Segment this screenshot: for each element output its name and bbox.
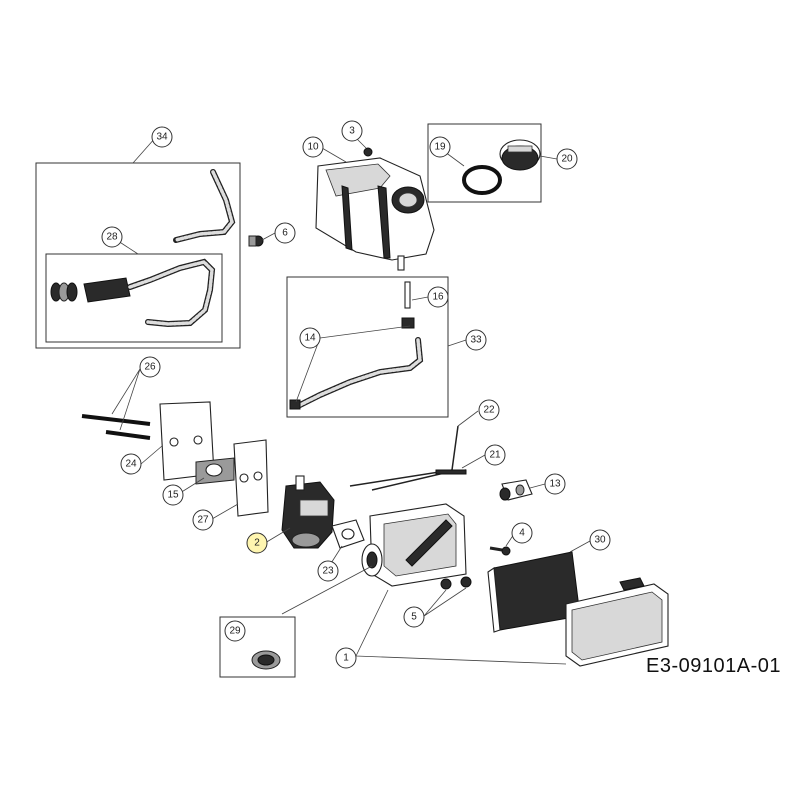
screw-part bbox=[363, 147, 373, 157]
svg-text:6: 6 bbox=[282, 228, 288, 239]
fuel-tank-part bbox=[315, 157, 435, 271]
svg-text:33: 33 bbox=[470, 335, 482, 346]
svg-text:15: 15 bbox=[167, 490, 179, 501]
callout-5[interactable]: 5 bbox=[403, 606, 425, 628]
svg-text:34: 34 bbox=[156, 132, 168, 143]
fuel-cap-part bbox=[499, 139, 541, 171]
callout-30[interactable]: 30 bbox=[589, 529, 611, 551]
callout-28[interactable]: 28 bbox=[101, 226, 123, 248]
callout-21[interactable]: 21 bbox=[484, 444, 506, 466]
callout-29[interactable]: 29 bbox=[224, 620, 246, 642]
svg-text:21: 21 bbox=[489, 450, 501, 461]
svg-text:5: 5 bbox=[411, 612, 417, 623]
svg-text:26: 26 bbox=[144, 362, 156, 373]
callout-33[interactable]: 33 bbox=[465, 329, 487, 351]
callout-1[interactable]: 1 bbox=[335, 647, 357, 669]
group-frame-33 bbox=[286, 276, 449, 418]
svg-text:4: 4 bbox=[519, 528, 525, 539]
svg-text:27: 27 bbox=[197, 515, 209, 526]
callout-16[interactable]: 16 bbox=[427, 286, 449, 308]
hose-clamp-part bbox=[248, 235, 264, 247]
svg-text:20: 20 bbox=[561, 154, 573, 165]
callout-27[interactable]: 27 bbox=[192, 509, 214, 531]
callout-4[interactable]: 4 bbox=[511, 522, 533, 544]
svg-text:24: 24 bbox=[125, 459, 137, 470]
air-filter-housing-part bbox=[361, 503, 467, 587]
callout-3[interactable]: 3 bbox=[341, 120, 363, 142]
svg-text:30: 30 bbox=[594, 535, 606, 546]
air-filter-element-part bbox=[487, 551, 581, 633]
breather-tube-part bbox=[499, 479, 533, 501]
svg-text:13: 13 bbox=[549, 479, 561, 490]
callout-26[interactable]: 26 bbox=[139, 356, 161, 378]
svg-text:14: 14 bbox=[304, 333, 316, 344]
carb-gasket-part bbox=[331, 519, 365, 549]
callout-13[interactable]: 13 bbox=[544, 473, 566, 495]
callout-34[interactable]: 34 bbox=[151, 126, 173, 148]
svg-text:3: 3 bbox=[349, 126, 355, 137]
choke-rod-part bbox=[349, 425, 459, 487]
svg-text:2: 2 bbox=[254, 538, 260, 549]
svg-text:16: 16 bbox=[432, 292, 444, 303]
callout-19[interactable]: 19 bbox=[429, 136, 451, 158]
callout-24[interactable]: 24 bbox=[120, 453, 142, 475]
leader-lines bbox=[111, 133, 591, 665]
svg-text:1: 1 bbox=[343, 653, 349, 664]
callout-2[interactable]: 2 bbox=[246, 532, 268, 554]
air-filter-cover-part bbox=[565, 577, 669, 667]
callout-23[interactable]: 23 bbox=[317, 560, 339, 582]
callout-6[interactable]: 6 bbox=[274, 222, 296, 244]
group-frame-19-20 bbox=[427, 123, 542, 203]
callout-14[interactable]: 14 bbox=[299, 327, 321, 349]
fuel-line-hose-part bbox=[173, 169, 236, 243]
svg-text:29: 29 bbox=[229, 626, 241, 637]
fuel-valve-part bbox=[401, 281, 415, 329]
svg-text:28: 28 bbox=[106, 232, 118, 243]
stud-bolts-part bbox=[81, 414, 151, 440]
o-ring-part bbox=[462, 165, 502, 195]
group-frame-28 bbox=[45, 253, 223, 343]
group-frame-34 bbox=[35, 162, 241, 349]
callout-20[interactable]: 20 bbox=[556, 148, 578, 170]
intake-flange-part bbox=[195, 457, 235, 485]
callout-15[interactable]: 15 bbox=[162, 484, 184, 506]
drawing-code-label: E3-09101A-01 bbox=[646, 655, 781, 677]
group-frame-29 bbox=[219, 616, 296, 678]
svg-text:23: 23 bbox=[322, 566, 334, 577]
primer-bulb-part bbox=[251, 650, 281, 670]
svg-text:22: 22 bbox=[483, 405, 495, 416]
svg-text:19: 19 bbox=[434, 142, 446, 153]
carburetor-part bbox=[281, 475, 335, 549]
svg-text:10: 10 bbox=[307, 142, 319, 153]
fuel-filter-part bbox=[50, 258, 216, 328]
callout-22[interactable]: 22 bbox=[478, 399, 500, 421]
fuel-hose-part bbox=[289, 337, 424, 410]
gasket-plate-part bbox=[233, 439, 269, 517]
throttle-rod-part bbox=[371, 469, 467, 491]
callout-10[interactable]: 10 bbox=[302, 136, 324, 158]
bolt-part bbox=[489, 546, 511, 556]
nuts-part bbox=[440, 576, 472, 590]
